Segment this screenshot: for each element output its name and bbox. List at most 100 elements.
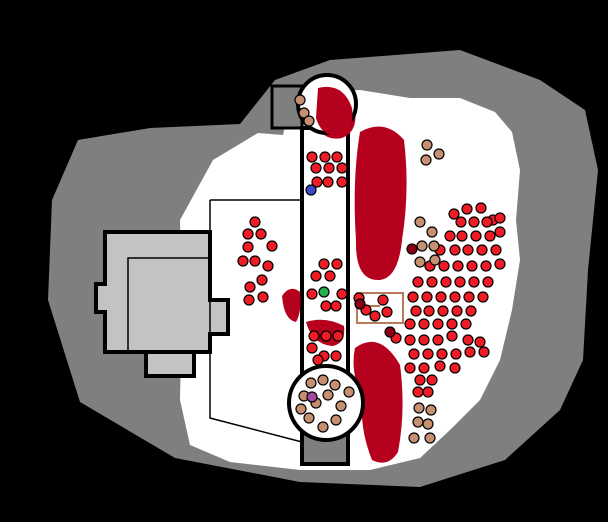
red-marker xyxy=(243,294,255,306)
green-marker xyxy=(318,286,330,298)
red-marker xyxy=(369,310,381,322)
red-marker xyxy=(330,350,342,362)
red-marker xyxy=(418,318,430,330)
red-marker xyxy=(377,294,389,306)
red-marker xyxy=(324,270,336,282)
red-marker xyxy=(412,386,424,398)
red-marker xyxy=(336,176,348,188)
red-marker xyxy=(437,305,449,317)
red-marker xyxy=(404,362,416,374)
red-marker xyxy=(455,216,467,228)
red-marker xyxy=(311,176,323,188)
red-marker xyxy=(462,244,474,256)
red-marker xyxy=(460,318,472,330)
red-marker xyxy=(408,348,420,360)
tan-marker xyxy=(408,432,420,444)
tan-marker xyxy=(317,421,329,433)
purple-markers xyxy=(306,391,318,403)
red-marker xyxy=(421,291,433,303)
red-marker xyxy=(310,270,322,282)
red-marker xyxy=(462,334,474,346)
red-marker xyxy=(381,306,393,318)
red-marker xyxy=(407,291,419,303)
tan-marker xyxy=(420,154,432,166)
red-marker xyxy=(449,291,461,303)
red-marker xyxy=(477,291,489,303)
red-marker xyxy=(237,255,249,267)
tan-marker xyxy=(414,256,426,268)
tan-marker xyxy=(329,379,341,391)
tan-marker xyxy=(414,216,426,228)
red-marker xyxy=(244,281,256,293)
tan-marker xyxy=(294,94,306,106)
red-marker xyxy=(320,300,332,312)
red-markers xyxy=(237,151,506,398)
dark-red-marker xyxy=(384,326,396,338)
red-marker xyxy=(452,260,464,272)
red-marker xyxy=(456,230,468,242)
red-marker xyxy=(432,334,444,346)
red-marker xyxy=(306,288,318,300)
red-marker xyxy=(478,346,490,358)
tan-marker xyxy=(425,404,437,416)
red-marker xyxy=(242,228,254,240)
red-marker xyxy=(410,305,422,317)
red-marker xyxy=(482,276,494,288)
red-marker xyxy=(440,276,452,288)
red-marker xyxy=(474,336,486,348)
red-marker xyxy=(480,260,492,272)
tan-marker xyxy=(424,432,436,444)
red-marker xyxy=(423,305,435,317)
tan-marker xyxy=(413,402,425,414)
red-marker xyxy=(438,260,450,272)
red-marker xyxy=(476,244,488,256)
red-marker xyxy=(249,255,261,267)
red-marker xyxy=(448,208,460,220)
red-marker xyxy=(336,162,348,174)
red-marker xyxy=(490,244,502,256)
red-marker xyxy=(330,300,342,312)
tan-markers xyxy=(294,94,445,444)
red-marker xyxy=(451,305,463,317)
red-marker xyxy=(444,230,456,242)
red-marker xyxy=(450,348,462,360)
red-marker xyxy=(331,258,343,270)
tan-marker xyxy=(426,226,438,238)
red-marker xyxy=(310,162,322,174)
red-marker xyxy=(318,258,330,270)
blood-pool xyxy=(353,341,403,463)
building-annex xyxy=(144,350,196,378)
red-marker xyxy=(262,260,274,272)
red-marker xyxy=(414,374,426,386)
red-marker xyxy=(484,230,496,242)
red-marker xyxy=(242,241,254,253)
red-marker xyxy=(404,334,416,346)
red-marker xyxy=(464,346,476,358)
tan-marker xyxy=(298,107,310,119)
blood-pool xyxy=(282,288,301,322)
red-marker xyxy=(323,162,335,174)
tan-marker xyxy=(428,240,440,252)
red-marker xyxy=(461,203,473,215)
blood-pool xyxy=(316,86,353,136)
tan-marker xyxy=(422,418,434,430)
red-marker xyxy=(418,362,430,374)
building-inner-wall xyxy=(127,257,210,352)
red-marker xyxy=(454,276,466,288)
yard-fence xyxy=(209,199,303,443)
red-marker xyxy=(426,374,438,386)
tan-marker xyxy=(421,139,433,151)
tan-marker xyxy=(295,403,307,415)
red-marker xyxy=(308,330,320,342)
red-marker xyxy=(435,291,447,303)
blue-marker xyxy=(305,184,317,196)
red-marker xyxy=(436,348,448,360)
tan-marker xyxy=(303,115,315,127)
red-marker xyxy=(468,216,480,228)
tan-marker xyxy=(322,389,334,401)
tan-marker xyxy=(317,374,329,386)
tan-marker xyxy=(303,412,315,424)
tan-marker xyxy=(429,254,441,266)
red-marker xyxy=(466,260,478,272)
red-marker xyxy=(306,151,318,163)
